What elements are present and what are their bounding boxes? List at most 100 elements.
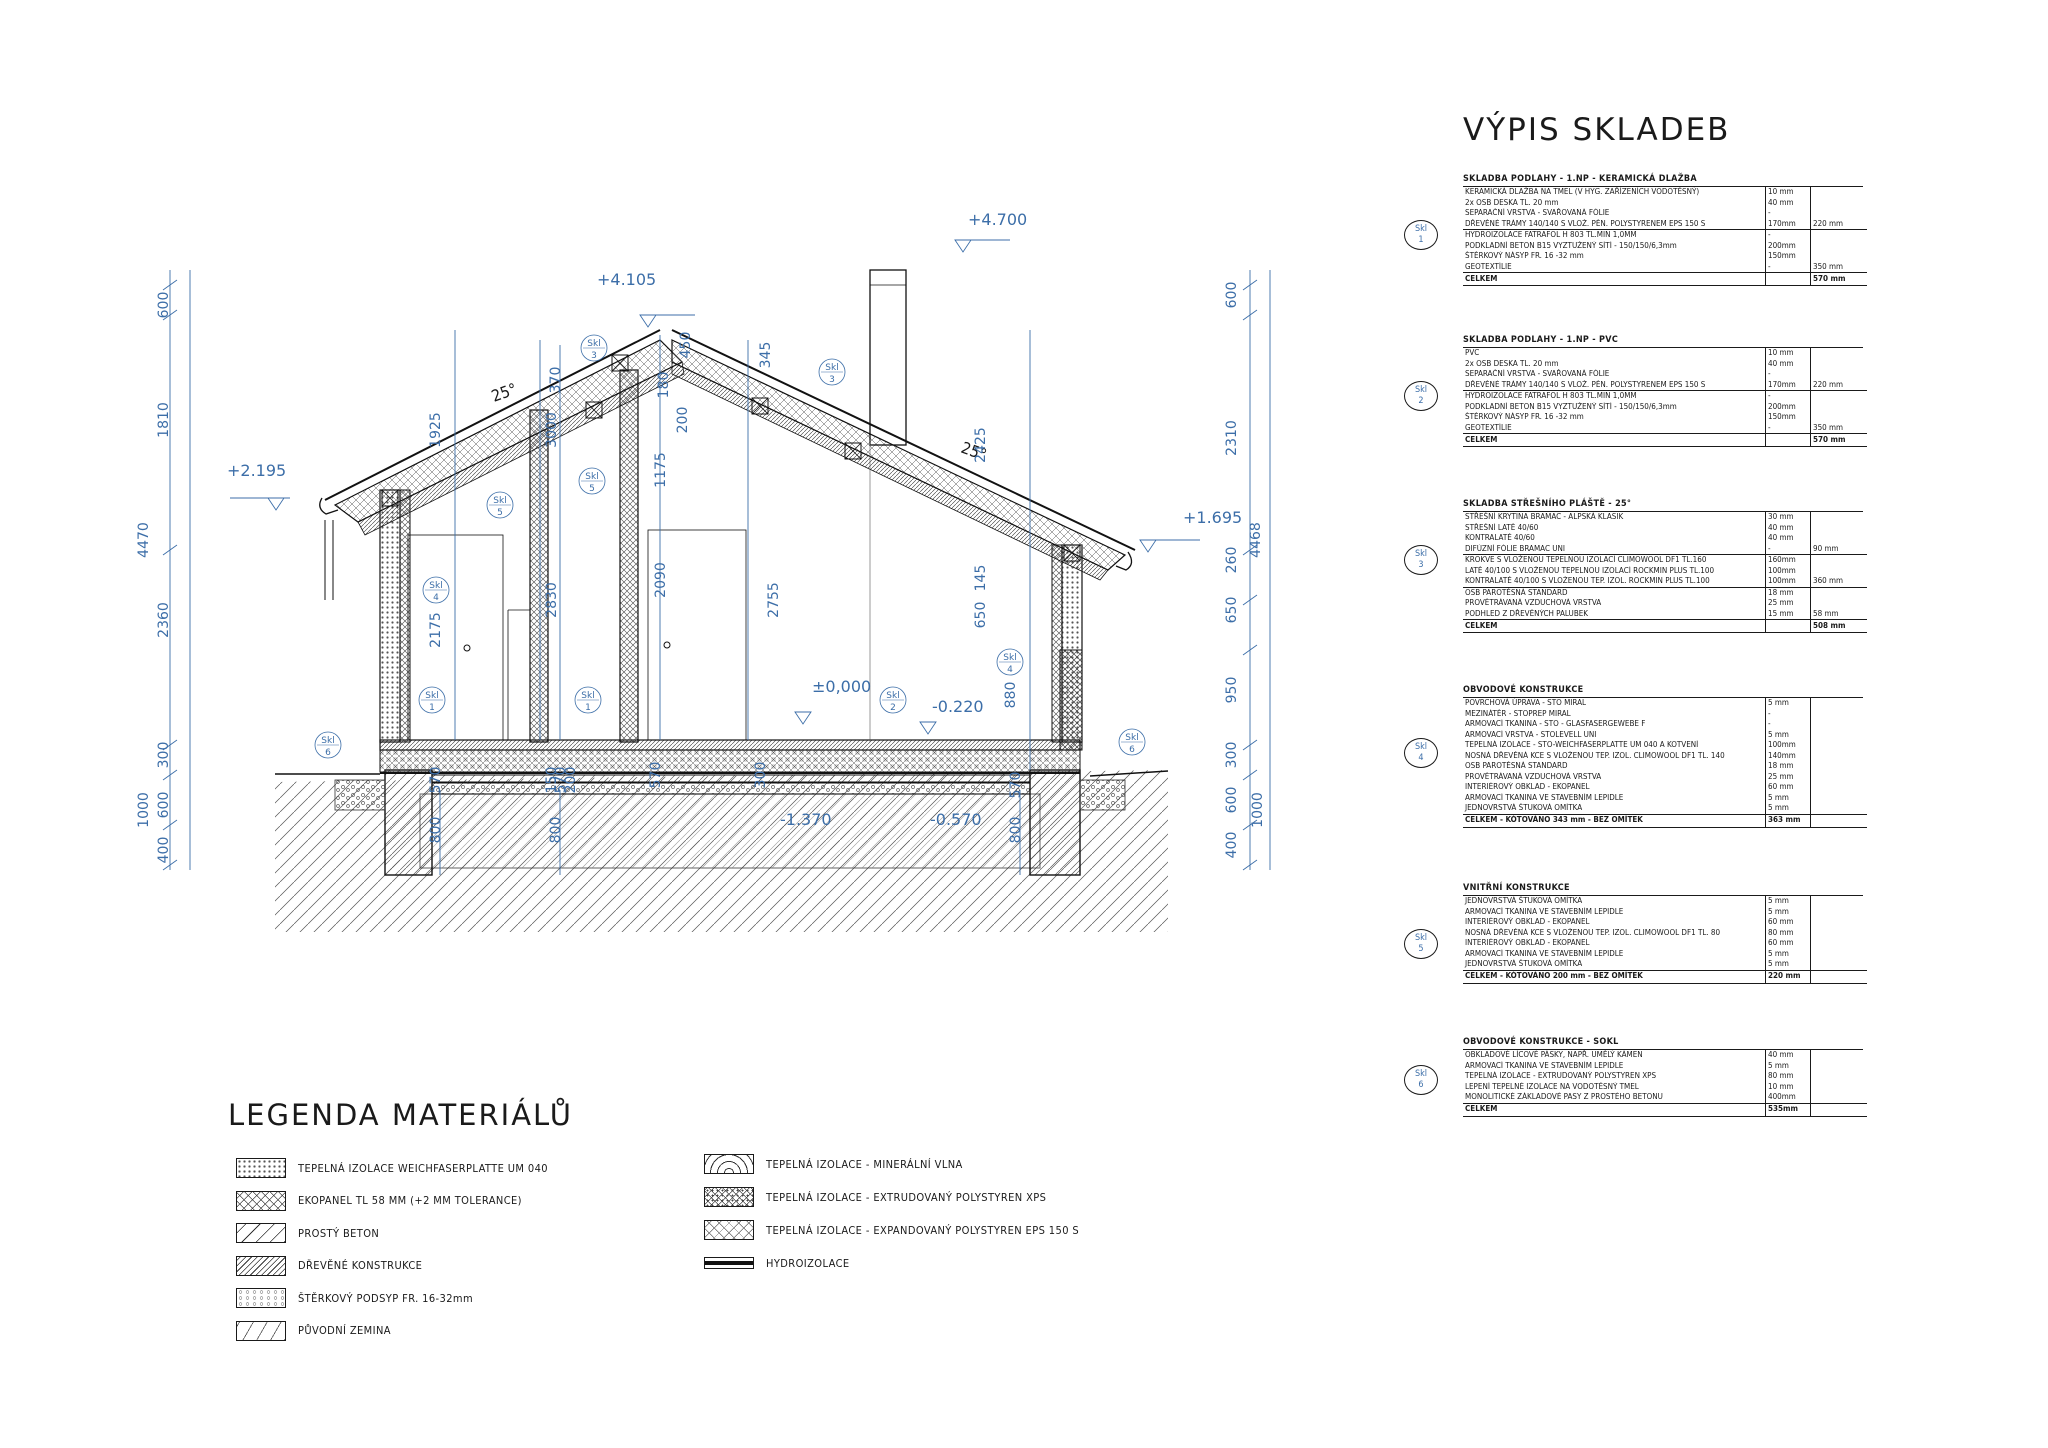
total-spacer — [1765, 272, 1811, 286]
group-thickness — [1810, 512, 1867, 523]
layer-thickness: - — [1765, 208, 1811, 219]
group-thickness — [1810, 565, 1867, 576]
dimension-value: 2425 — [973, 427, 989, 463]
dimension-value: 260 — [1224, 547, 1240, 574]
layer-name: ARMOVACÍ TKANINA VE STAVEBNÍM LEPIDLE — [1465, 1060, 1624, 1070]
legend-label: ŠTĚRKOVÝ PODSYP FR. 16-32mm — [298, 1291, 473, 1305]
section-title: OBVODOVÉ KONSTRUKCE - SOKL — [1463, 1035, 1863, 1050]
dimension-value: 600 — [1224, 282, 1240, 309]
table-row: KERAMICKÁ DLAŽBA NA TMEL (V HYG. ZAŘÍZEN… — [1463, 187, 1867, 198]
skl-tag-number: 5 — [589, 484, 595, 494]
dimension-value: 2175 — [428, 612, 444, 648]
layer-name: GEOTEXTÍLIE — [1465, 261, 1512, 271]
skl-badge-label: Skl — [1414, 549, 1428, 559]
layer-name: JEDNOVRSTVÁ ŠTUKOVÁ OMÍTKA — [1465, 959, 1583, 968]
legend-item: HYDROIZOLACE — [704, 1252, 850, 1274]
layer-thickness: 100mm — [1765, 565, 1811, 576]
layer-thickness: 5 mm — [1765, 729, 1811, 740]
layer-section: SKLADBA PODLAHY - 1.NP - KERAMICKÁ DLAŽB… — [1463, 172, 1867, 286]
legend-label: TEPELNÁ IZOLACE WEICHFASERPLATTE UM 040 — [298, 1161, 548, 1175]
dimension-value: 2360 — [156, 602, 172, 638]
group-thickness: 90 mm — [1810, 543, 1867, 555]
skl-tag-label: Skl — [587, 339, 600, 349]
dimension-value: 570 — [1008, 772, 1024, 799]
layer-name: OSB PAROTĚSNÁ STANDARD — [1465, 761, 1568, 770]
layer-thickness: 140mm — [1765, 750, 1811, 761]
table-row: LATĚ 40/100 S VLOŽENOU TEPELNOU IZOLACÍ … — [1463, 565, 1867, 576]
layer-name: MONOLITICKÉ ZÁKLADOVÉ PASY Z PROSTÉHO BE… — [1465, 1092, 1663, 1101]
skl-tag-number: 1 — [585, 703, 591, 713]
table-row: GEOTEXTÍLIE-350 mm — [1463, 422, 1867, 434]
layer-name: ŠTĚRKOVÝ NÁSYP FR. 16 -32 mm — [1465, 251, 1584, 260]
layer-section: SKLADBA STŘEŠNÍHO PLÁŠTĚ - 25°STŘEŠNÍ KR… — [1463, 497, 1867, 633]
legend-label: HYDROIZOLACE — [766, 1256, 850, 1270]
layer-thickness: 5 mm — [1765, 948, 1811, 959]
layer-name: KERAMICKÁ DLAŽBA NA TMEL (V HYG. ZAŘÍZEN… — [1465, 187, 1700, 196]
layer-thickness: 400mm — [1765, 1092, 1811, 1103]
skl-badge-label: Skl — [1414, 1069, 1428, 1079]
dimension-value: 1000 — [136, 792, 152, 828]
layer-name: SEPARAČNÍ VRSTVA - SVAŘOVANÁ FÓLIE — [1465, 369, 1610, 378]
table-row: KROKVE S VLOŽENOU TEPELNOU IZOLACÍ CLIMO… — [1463, 554, 1867, 566]
group-thickness — [1810, 401, 1867, 412]
layer-name: 2x OSB DESKA TL. 20 mm — [1465, 197, 1559, 207]
legend-item: TEPELNÁ IZOLACE WEICHFASERPLATTE UM 040 — [236, 1157, 548, 1179]
layer-thickness: 150mm — [1765, 412, 1811, 423]
level-footing-right: -0.570 — [930, 810, 982, 829]
dimension-value: 145 — [973, 565, 989, 592]
layer-thickness: 40 mm — [1765, 1050, 1811, 1061]
skl-tag-label: Skl — [825, 363, 838, 373]
group-thickness — [1810, 187, 1867, 198]
layer-name: INTERIÉROVÝ OBKLAD - EKOPANEL — [1465, 938, 1590, 947]
dimension-value: 650 — [1224, 597, 1240, 624]
legend-swatch — [704, 1154, 754, 1174]
layer-thickness: 5 mm — [1765, 1060, 1811, 1071]
skl-tag-number: 2 — [890, 703, 896, 713]
layer-thickness: 170mm — [1765, 379, 1811, 391]
layer-thickness: 25 mm — [1765, 598, 1811, 609]
layer-thickness: 100mm — [1765, 576, 1811, 588]
layer-thickness: 10 mm — [1765, 348, 1811, 359]
layer-name: ARMOVACÍ TKANINA VE STAVEBNÍM LEPIDLE — [1465, 906, 1624, 916]
dimension-value: 300 — [1224, 742, 1240, 769]
group-thickness — [1810, 208, 1867, 219]
group-thickness — [1810, 792, 1867, 803]
group-thickness — [1810, 369, 1867, 380]
section-title: SKLADBA PODLAHY - 1.NP - KERAMICKÁ DLAŽB… — [1463, 172, 1863, 187]
skl-tag-label: Skl — [493, 496, 506, 506]
layer-name: JEDNOVRSTVÁ ŠTUKOVÁ OMÍTKA — [1465, 896, 1583, 905]
group-thickness — [1810, 938, 1867, 949]
dimension-value: 800 — [1008, 817, 1024, 844]
layer-name: INTERIÉROVÝ OBKLAD - EKOPANEL — [1465, 917, 1590, 926]
layer-name: OBKLADOVÉ LÍCOVÉ PÁSKY, NAPŘ. UMĚLÝ KÁME… — [1465, 1050, 1643, 1059]
layer-name: ARMOVACÍ TKANINA - STO - GLASFASERGEWEBE… — [1465, 719, 1646, 728]
layer-name: NOSNÁ DŘEVĚNÁ KCE S VLOŽENOU TEP. IZOL. … — [1465, 927, 1721, 937]
section-title: VNITŘNÍ KONSTRUKCE — [1463, 881, 1863, 896]
group-thickness — [1810, 390, 1867, 402]
skl-tag-label: Skl — [429, 581, 442, 591]
layer-thickness: - — [1765, 422, 1811, 434]
legend-label: PROSTÝ BETON — [298, 1226, 380, 1240]
dimension-value: 345 — [758, 342, 774, 369]
table-row: GEOTEXTÍLIE-350 mm — [1463, 261, 1867, 273]
skl-tag-number: 4 — [1007, 665, 1013, 675]
layer-name: HYDROIZOLACE FATRAFOL H 803 TL.MIN 1,0MM — [1465, 391, 1637, 400]
dimension-value: 2830 — [544, 582, 560, 618]
layer-name: ARMOVACÍ TKANINA VE STAVEBNÍM LEPIDLE — [1465, 948, 1624, 958]
dimension-value: 1810 — [156, 402, 172, 438]
group-thickness — [1810, 348, 1867, 359]
group-thickness — [1810, 771, 1867, 782]
skl-badge-number: 4 — [1418, 753, 1424, 763]
total-label: CELKEM — [1463, 433, 1766, 447]
dimension-value: 4468 — [1248, 522, 1264, 558]
legend-swatch — [236, 1255, 286, 1276]
